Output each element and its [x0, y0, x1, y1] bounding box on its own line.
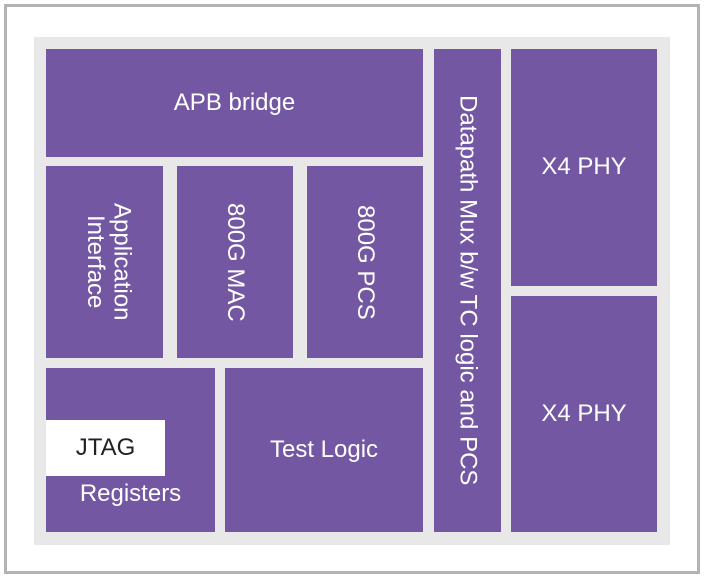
pcs-label: 800G PCS	[352, 204, 380, 320]
test-logic-block: Test Logic	[225, 368, 423, 532]
jtag-block: JTAG	[46, 420, 165, 476]
phy-bottom-block: X4 PHY	[511, 296, 657, 532]
datapath-mux-label: Datapath Mux b/w TC logic and PCS	[454, 95, 482, 486]
test-logic-label: Test Logic	[269, 435, 379, 463]
phy-top-block: X4 PHY	[511, 49, 657, 286]
mac-label: 800G MAC	[222, 202, 250, 322]
apb-bridge-block: APB bridge	[46, 49, 423, 157]
jtag-label: JTAG	[75, 434, 136, 461]
datapath-mux-block: Datapath Mux b/w TC logic and PCS	[434, 49, 501, 532]
application-interface-block: Application Interface	[46, 166, 163, 358]
apb-bridge-label: APB bridge	[173, 88, 296, 116]
mac-block: 800G MAC	[177, 166, 293, 358]
phy-bottom-label: X4 PHY	[541, 399, 627, 427]
phy-top-label: X4 PHY	[541, 153, 627, 181]
application-interface-label: Application Interface	[82, 203, 136, 321]
pcs-block: 800G PCS	[307, 166, 423, 358]
registers-label: Registers	[79, 480, 182, 507]
